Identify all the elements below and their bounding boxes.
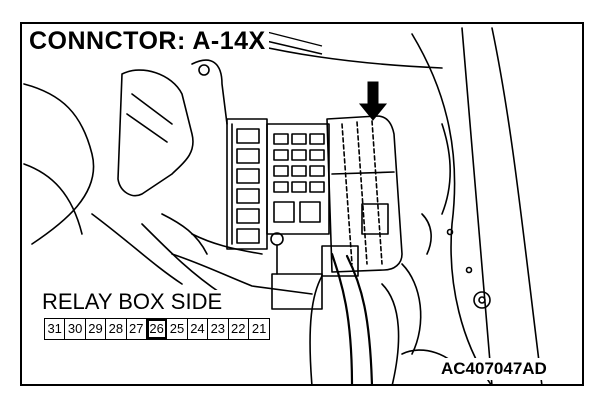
lower-left-curve	[91, 213, 183, 285]
connector-pin-highlighted: 26	[146, 319, 168, 339]
hole-1	[446, 228, 454, 236]
lower-bracket	[271, 273, 323, 310]
connector-pin: 31	[45, 319, 66, 339]
hose-bracket	[117, 69, 194, 197]
connector-pin: 25	[167, 319, 188, 339]
hose-tube	[191, 59, 228, 125]
relay-box-side-label: RELAY BOX SIDE	[34, 290, 231, 314]
cable-left-2	[191, 233, 263, 255]
wiring-harness	[330, 252, 354, 384]
connector-pin: 22	[229, 319, 249, 339]
left-panel-curve	[23, 83, 95, 245]
cable-left	[171, 253, 313, 295]
pillar-right	[491, 27, 543, 384]
right-panel-edge	[411, 33, 492, 384]
connector-pin: 30	[65, 319, 86, 339]
connector-pin: 21	[251, 321, 267, 336]
connector-pin: 27	[127, 319, 147, 339]
indicator-arrow	[358, 81, 388, 121]
bracket-ridge	[131, 93, 173, 125]
title-leader-line	[261, 31, 323, 55]
bolt-top	[198, 64, 210, 76]
left-fender	[23, 163, 83, 235]
connector-pin: 28	[106, 319, 127, 339]
bolt-right	[473, 291, 491, 309]
connector-title: CONNCTOR: A-14X	[26, 26, 269, 56]
connector-pin-row: 31 30 29 28 27 26 25 24 23 22 21	[44, 318, 271, 340]
hole-2	[465, 266, 473, 274]
figure-code: AC407047AD	[438, 358, 550, 380]
wiring-harness-2	[345, 254, 374, 384]
connector-pin: 24	[188, 319, 209, 339]
engine-bay-illustration	[23, 27, 543, 384]
connector-pin: 29	[86, 319, 107, 339]
pillar-left	[461, 27, 493, 384]
bracket-ridge-2	[126, 113, 168, 143]
connector-pin: 23	[208, 319, 229, 339]
connector-a14x	[321, 245, 359, 277]
relay-cover	[326, 115, 403, 273]
